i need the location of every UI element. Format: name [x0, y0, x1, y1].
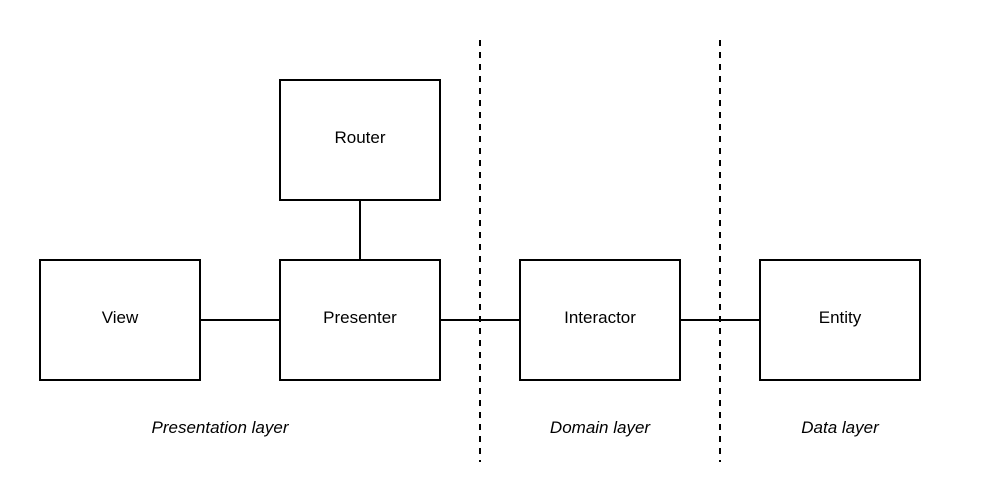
entity-label: Entity [819, 308, 862, 327]
view-box-frame [39, 259, 201, 381]
entity-box-frame [759, 259, 921, 381]
domain-layer-label: Domain layer [550, 418, 651, 437]
presenter-box-frame [279, 259, 441, 381]
presentation-layer-label: Presentation layer [151, 418, 289, 437]
router-label: Router [334, 128, 385, 147]
entity-box: Entity [759, 259, 921, 381]
presenter-label: Presenter [323, 308, 397, 327]
router-box: Router [279, 79, 441, 201]
data-layer-label: Data layer [801, 418, 880, 437]
interactor-box: Interactor [519, 259, 681, 381]
view-label: View [102, 308, 139, 327]
interactor-box-frame [519, 259, 681, 381]
interactor-label: Interactor [564, 308, 636, 327]
view-box: View [39, 259, 201, 381]
presenter-box: Presenter [279, 259, 441, 381]
router-box-frame [279, 79, 441, 201]
